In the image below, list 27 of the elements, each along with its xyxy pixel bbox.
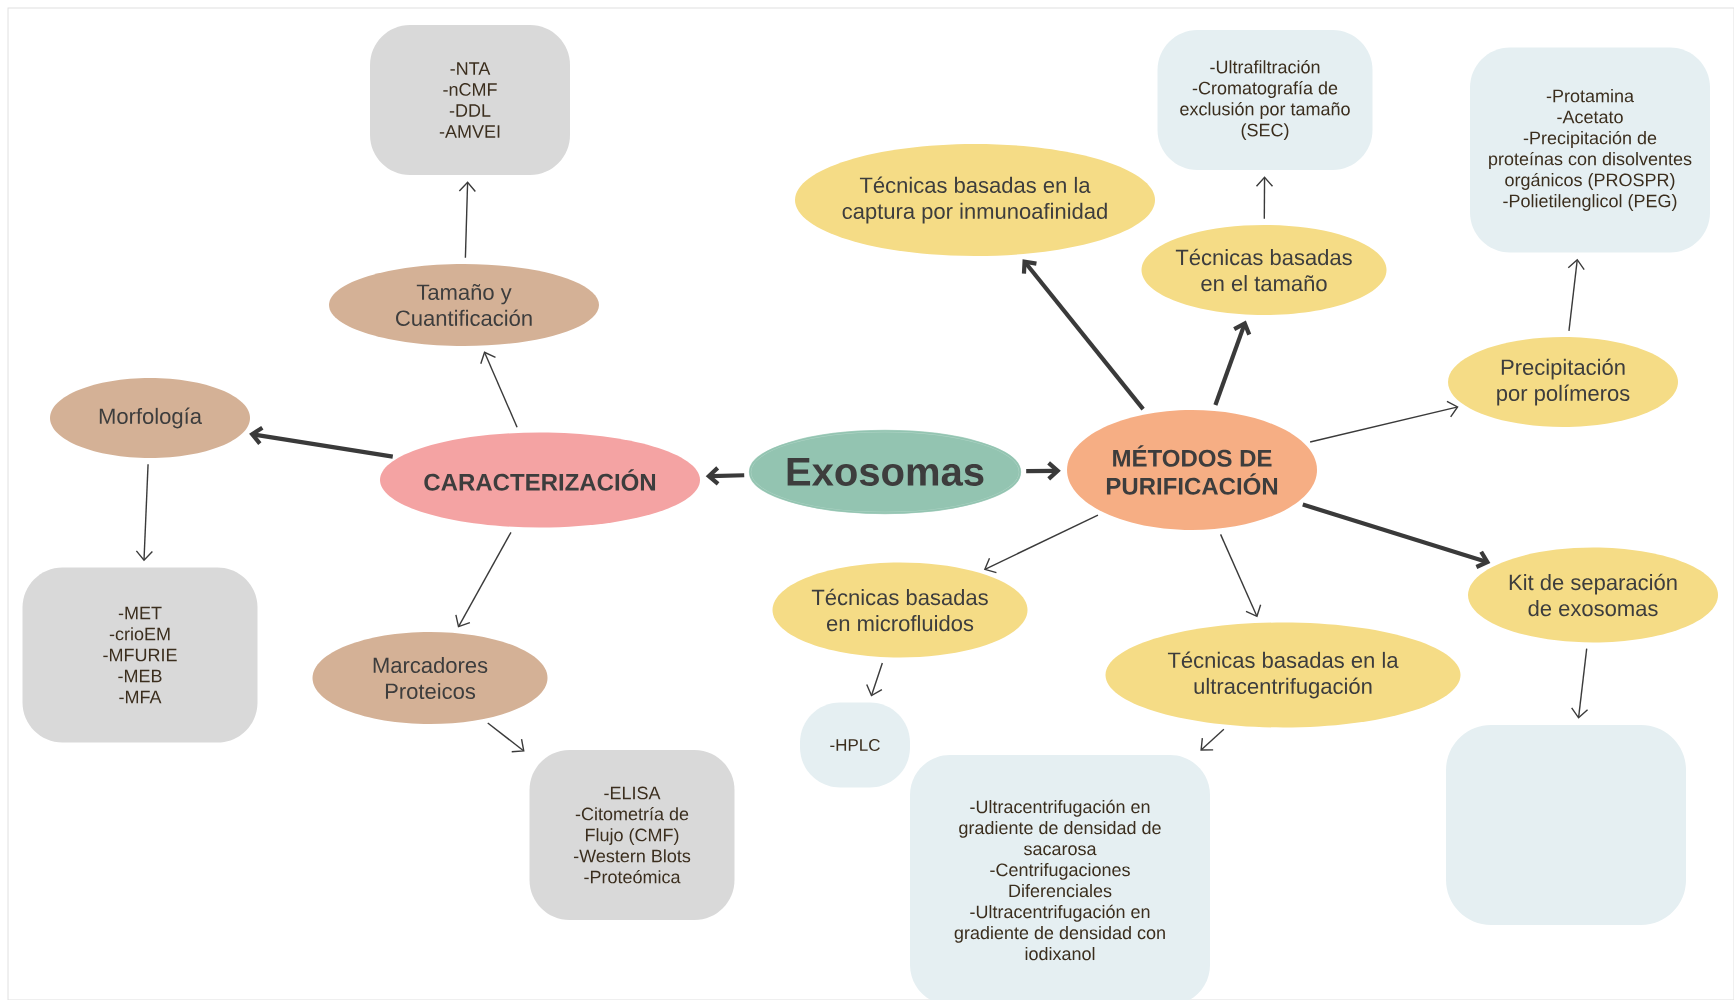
arrow	[983, 514, 1099, 574]
note-blob: -MET -crioEM -MFURIE -MEB -MFA	[22, 567, 258, 743]
note-blob: -HPLC	[800, 702, 910, 788]
note-blob: -Ultracentrifugación en gradiente de densidad de sacarosa -Centrifugaciones Diferenciales -Ultracentrifugación en gradiente de densidad con iodixanol	[910, 755, 1210, 1000]
arrow	[480, 351, 518, 428]
note-blob: -ELISA -Citometría de Flujo (CMF) -Western Blots -Proteómica	[529, 750, 735, 920]
note-blob: -Ultrafiltración -Cromatografía de exclusión por tamaño (SEC)	[1157, 30, 1373, 170]
arrow	[1309, 400, 1459, 443]
note-blob: -NTA -nCMF -DDL -AMVEI	[370, 25, 570, 175]
arrow	[1219, 533, 1262, 618]
arrow	[455, 531, 512, 628]
arrow	[1213, 320, 1252, 406]
arrow	[1255, 176, 1274, 220]
arrow	[1026, 461, 1061, 481]
arrow	[487, 722, 525, 753]
arrow	[135, 463, 154, 562]
arrow	[1567, 258, 1585, 332]
empty-blob	[1446, 725, 1686, 925]
arrow	[1302, 502, 1491, 569]
arrow	[1021, 259, 1145, 411]
arrow	[866, 662, 884, 697]
note-blob: -Protamina -Acetato -Precipitación de proteínas con disolventes orgánicos (PROSPR) -Polietilenglicol (PEG)	[1470, 47, 1710, 253]
arrow	[458, 181, 477, 259]
arrow	[1200, 728, 1225, 751]
arrow	[1570, 647, 1589, 719]
arrow	[249, 426, 394, 459]
arrow	[705, 466, 745, 486]
